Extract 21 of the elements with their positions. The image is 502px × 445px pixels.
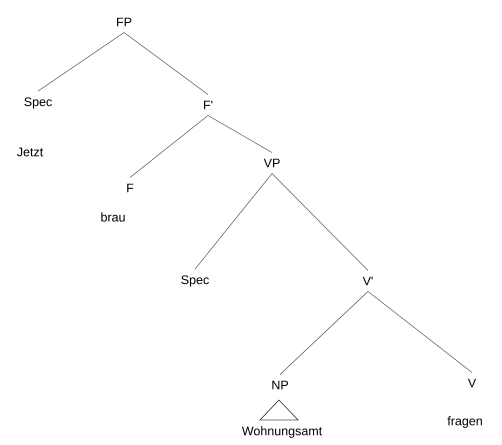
category-label: F': [204, 100, 212, 110]
word-label: Jetzt: [17, 148, 44, 156]
category-label: Spec: [181, 275, 209, 287]
category-label: FP: [117, 18, 132, 26]
category-label: V': [362, 276, 373, 286]
category-label: Spec: [24, 97, 52, 109]
branch-line: [194, 173, 272, 270]
branch-line: [38, 32, 124, 92]
category-label: NP: [272, 380, 288, 390]
category-label: F: [127, 184, 134, 192]
branch-line: [272, 173, 368, 271]
word-label: Wohnungsamt: [242, 426, 322, 438]
branch-line: [124, 32, 208, 95]
branch-line: [368, 291, 472, 373]
branch-line: [208, 115, 272, 153]
branch-line: [130, 115, 208, 178]
branch-line: [280, 291, 368, 375]
word-label: fragen: [447, 416, 482, 428]
category-label: V: [468, 378, 476, 388]
category-label: VP: [264, 158, 280, 168]
word-label: brau: [101, 212, 125, 222]
